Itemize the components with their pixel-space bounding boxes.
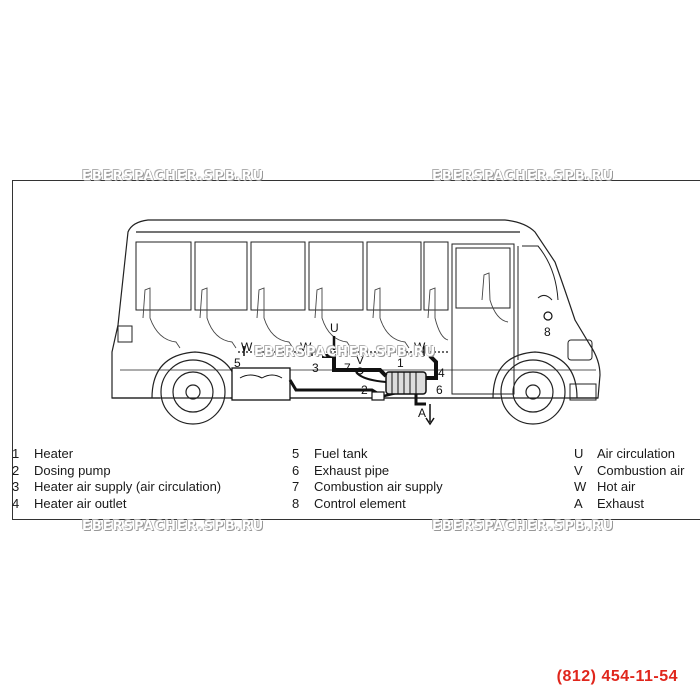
- legend-item: 5 Fuel tank: [292, 446, 443, 463]
- label-w1: W: [241, 340, 253, 354]
- legend-column-2: 5 Fuel tank 6 Exhaust pipe 7 Combustion air…: [292, 446, 443, 512]
- legend-item: 4 Heater air outlet: [12, 496, 221, 513]
- legend-text: Heater air supply (air circulation): [34, 479, 222, 494]
- watermark: EBERSPACHER.SPB.RU: [432, 169, 615, 184]
- legend-key: 6: [292, 462, 300, 478]
- legend-item: 2 Dosing pump: [12, 463, 221, 480]
- legend-key: U: [574, 446, 584, 461]
- label-v: V: [356, 353, 364, 367]
- legend-text: Fuel tank: [314, 446, 368, 461]
- legend-item: 6 Exhaust pipe: [292, 463, 443, 480]
- legend-key: 7: [292, 479, 300, 494]
- phone-number[interactable]: (812) 454-11-54: [556, 668, 678, 685]
- label-6: 6: [436, 383, 443, 397]
- legend-text: Exhaust: [597, 495, 644, 511]
- windows: [135, 241, 559, 395]
- legend-item: 7 Combustion air supply: [292, 479, 443, 496]
- legend-text: Hot air: [597, 479, 636, 494]
- label-3: 3: [312, 361, 319, 375]
- legend-item: 3 Heater air supply (air circulation): [12, 479, 221, 496]
- label-4: 4: [438, 366, 445, 380]
- label-u: U: [330, 321, 339, 335]
- front-details: [117, 294, 597, 401]
- legend-text: Heater air outlet: [34, 495, 127, 511]
- legend-text: Combustion air supply: [314, 479, 443, 494]
- watermark: EBERSPACHER.SPB.RU: [432, 519, 615, 534]
- legend-text: Control element: [314, 495, 406, 511]
- legend-text: Exhaust pipe: [314, 462, 390, 478]
- legend-item: U Air circulation: [574, 446, 684, 463]
- label-8: 8: [544, 325, 551, 339]
- legend-key: W: [574, 479, 587, 494]
- label-1: 1: [397, 356, 404, 370]
- legend-key: V: [574, 462, 583, 478]
- wheels: [160, 359, 566, 425]
- legend-key: A: [574, 495, 583, 511]
- legend-item: A Exhaust: [574, 496, 684, 513]
- label-7: 7: [344, 361, 351, 375]
- watermark: EBERSPACHER.SPB.RU: [82, 169, 265, 184]
- legend-text: Heater: [34, 446, 74, 461]
- watermark: EBERSPACHER.SPB.RU: [254, 345, 437, 360]
- legend-key: 8: [292, 495, 300, 511]
- legend-item: W Hot air: [574, 479, 684, 496]
- legend-key: 5: [292, 446, 300, 461]
- figure-frame: [12, 180, 700, 520]
- label-a: A: [418, 406, 426, 420]
- seats: [142, 272, 509, 349]
- label-2: 2: [361, 383, 368, 397]
- legend-text: Dosing pump: [34, 462, 111, 478]
- legend-key: 3: [12, 479, 20, 494]
- label-5: 5: [234, 356, 241, 370]
- legend-text: Combustion air: [597, 462, 685, 478]
- heating-system: [231, 311, 553, 426]
- legend-key: 2: [12, 462, 20, 478]
- legend-column-1: 1 Heater 2 Dosing pump 3 Heater air supply …: [12, 446, 221, 512]
- label-w3: W: [414, 340, 426, 354]
- legend-text: Air circulation: [597, 446, 676, 461]
- legend-item: V Combustion air: [574, 463, 684, 480]
- label-w2: W: [300, 340, 312, 354]
- legend-column-3: U Air circulation V Combustion air W Hot ai…: [574, 446, 684, 512]
- watermark: EBERSPACHER.SPB.RU: [82, 519, 265, 534]
- legend-item: 8 Control element: [292, 496, 443, 513]
- legend-item: 1 Heater: [12, 446, 221, 463]
- legend-key: 4: [12, 495, 20, 511]
- legend-key: 1: [12, 446, 20, 461]
